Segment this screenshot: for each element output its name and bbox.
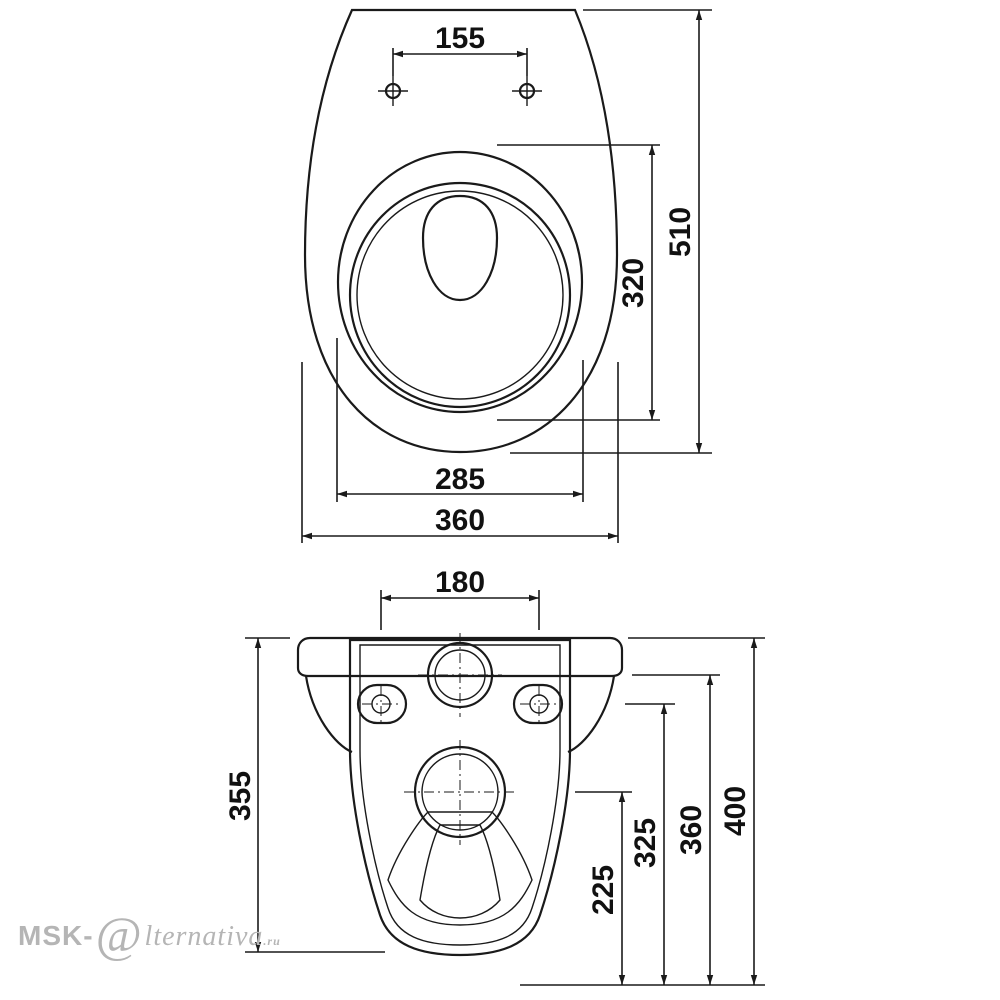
dimension-label-320: 320 (617, 258, 650, 308)
water-inlet (418, 633, 502, 717)
dimension-355: 355 (224, 637, 385, 953)
watermark-name: lternativa (144, 921, 264, 952)
dimension-285: 285 (336, 338, 584, 502)
dimension-label-355: 355 (224, 771, 257, 821)
dimension-label-155: 155 (435, 22, 485, 55)
dimension-320: 320 (497, 144, 660, 421)
dimension-180: 180 (380, 566, 540, 630)
mounting-hole-left (378, 76, 408, 106)
dimension-155: 155 (392, 22, 528, 76)
bowl-outer-contour (303, 8, 619, 454)
rim-seat-line (356, 190, 564, 400)
mounting-hole-right (512, 76, 542, 106)
watermark-domain: .ru (263, 934, 281, 948)
dimension-360-width: 360 (301, 362, 619, 543)
dimension-400: 400 (628, 637, 765, 985)
rear-view: 180 355 225 325 360 (224, 566, 765, 986)
watermark-logo: MSK-@lternativa.ru (18, 905, 281, 963)
drain-outlet (404, 740, 516, 845)
rear-trap-outline (387, 811, 533, 926)
dimension-label-510: 510 (664, 207, 697, 257)
rear-rim-band (296, 636, 624, 678)
watermark-prefix: MSK- (18, 920, 94, 951)
dimension-225: 225 (575, 791, 632, 985)
dimension-label-325: 325 (629, 818, 662, 868)
dimension-360-height: 360 (632, 674, 720, 985)
rear-trap-inner (419, 824, 501, 919)
rear-frame-plate-inner (359, 644, 561, 946)
dimension-label-400: 400 (719, 786, 752, 836)
fixing-lug-left (356, 683, 408, 725)
top-view: 155 285 360 320 510 (301, 8, 712, 543)
watermark-at-icon: @ (95, 906, 143, 962)
rim-outer (336, 150, 584, 414)
dimension-510: 510 (510, 9, 712, 454)
dimension-label-360-width: 360 (435, 504, 485, 537)
fixing-lug-right (512, 683, 564, 725)
rear-outer-body (304, 675, 616, 754)
dimension-label-180: 180 (435, 566, 485, 599)
dimension-label-360-height: 360 (675, 805, 708, 855)
rim-inner (348, 181, 572, 409)
drain-opening (421, 194, 499, 302)
dimension-label-225: 225 (587, 865, 620, 915)
rear-frame-plate (348, 638, 572, 957)
dimension-label-285: 285 (435, 463, 485, 496)
dimension-325: 325 (625, 703, 675, 985)
